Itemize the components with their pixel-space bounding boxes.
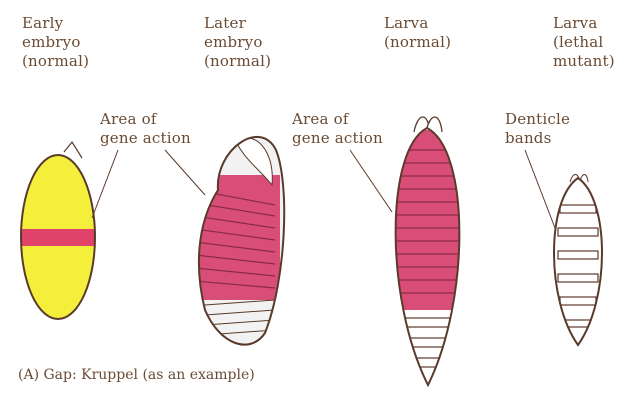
figure-caption: (A) Gap: Kruppel (as an example) (18, 367, 255, 383)
early-embryo (15, 142, 105, 319)
leader-lines (92, 150, 555, 228)
larva-normal (380, 117, 480, 390)
later-embryo (190, 110, 300, 360)
larva-mutant (545, 175, 615, 351)
